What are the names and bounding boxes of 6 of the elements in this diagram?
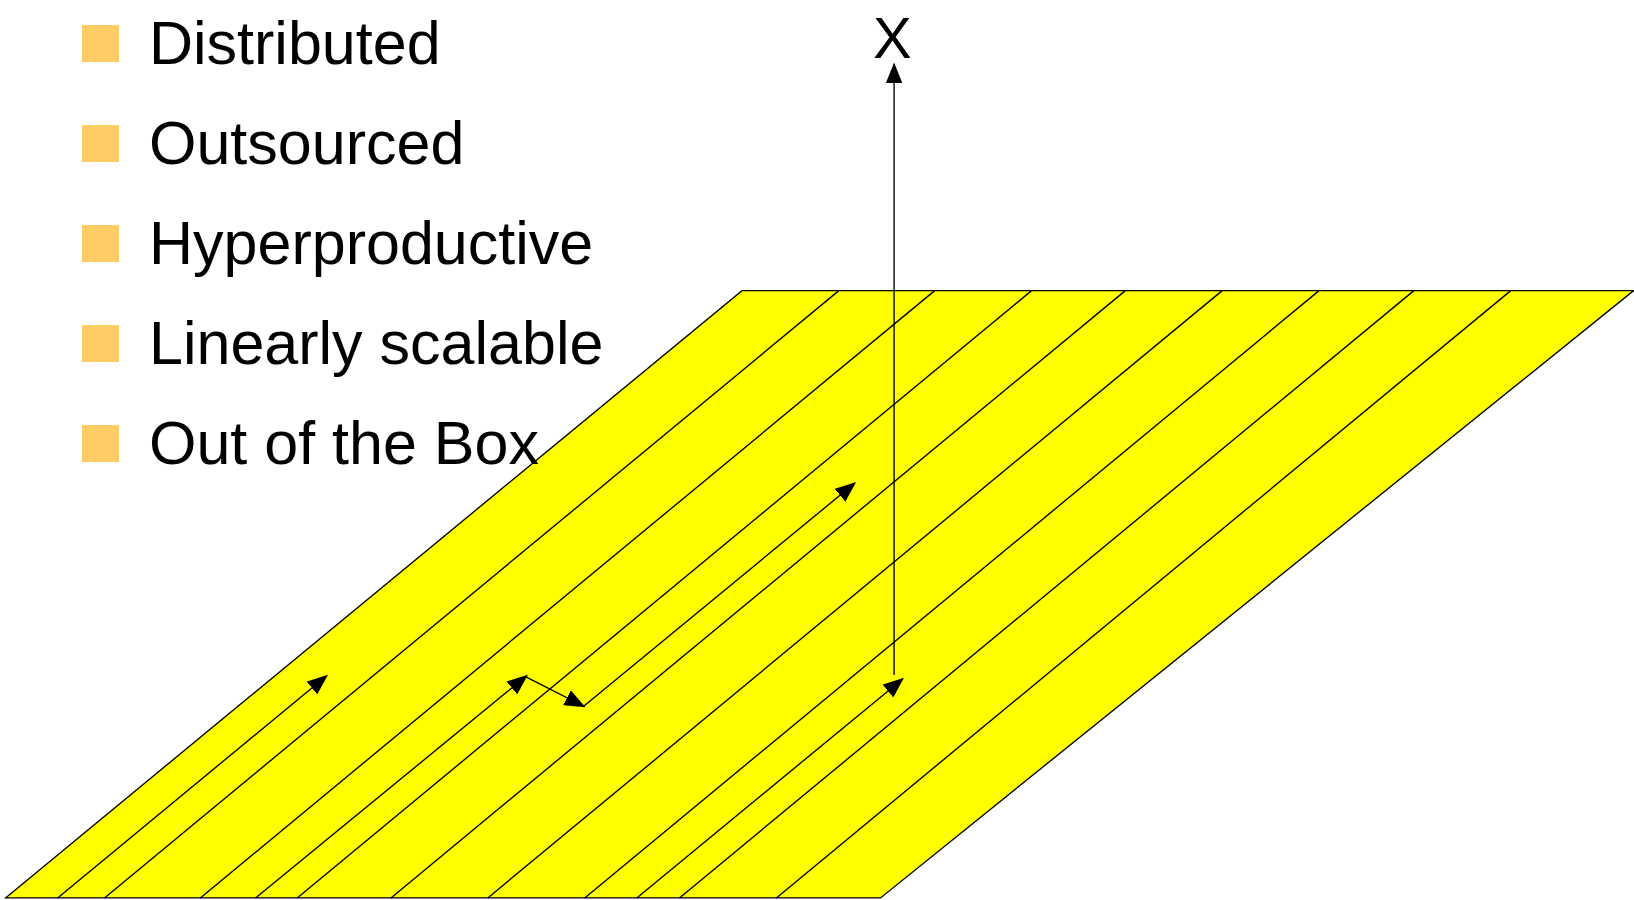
list-text: Distributed [149,8,441,78]
list-text: Linearly scalable [149,308,604,378]
list-text: Hyperproductive [149,208,594,278]
list-text: Outsourced [149,108,465,178]
axis-label: X [873,8,912,68]
list-text: Out of the Box [149,408,539,478]
